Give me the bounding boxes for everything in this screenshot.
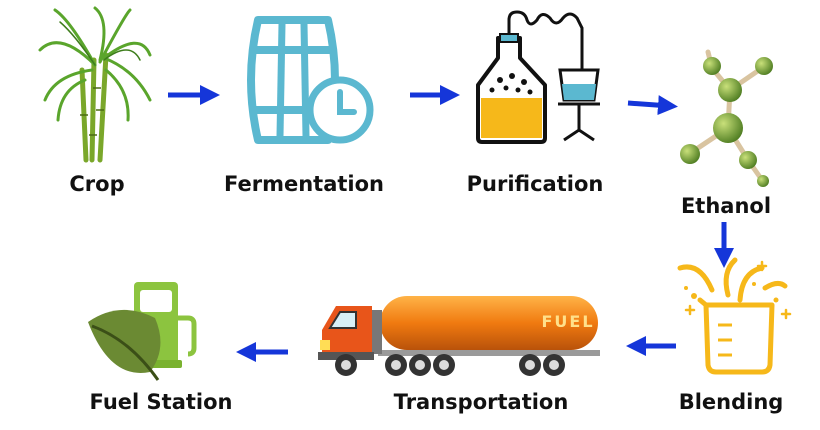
arrow-purification-to-ethanol [627, 95, 678, 116]
step-label-transportation: Transportation [393, 390, 569, 414]
step-label-ethanol: Ethanol [680, 194, 772, 218]
beaker-blending-icon [677, 257, 792, 375]
sugarcane-icon [38, 6, 152, 163]
step-label-purification: Purification [466, 172, 604, 196]
step-label-fermentation: Fermentation [224, 172, 384, 196]
tank-fuel-text: FUEL [541, 312, 595, 331]
molecule-icon [680, 49, 773, 187]
fuel-tanker-truck-icon [318, 296, 600, 376]
fuel-pump-leaf-icon [88, 282, 197, 381]
barrel-clock-icon [247, 16, 374, 144]
distillation-apparatus-icon [476, 10, 600, 144]
step-label-fuel-station: Fuel Station [89, 390, 233, 414]
step-label-blending: Blending [678, 390, 784, 414]
step-label-crop: Crop [69, 172, 125, 196]
